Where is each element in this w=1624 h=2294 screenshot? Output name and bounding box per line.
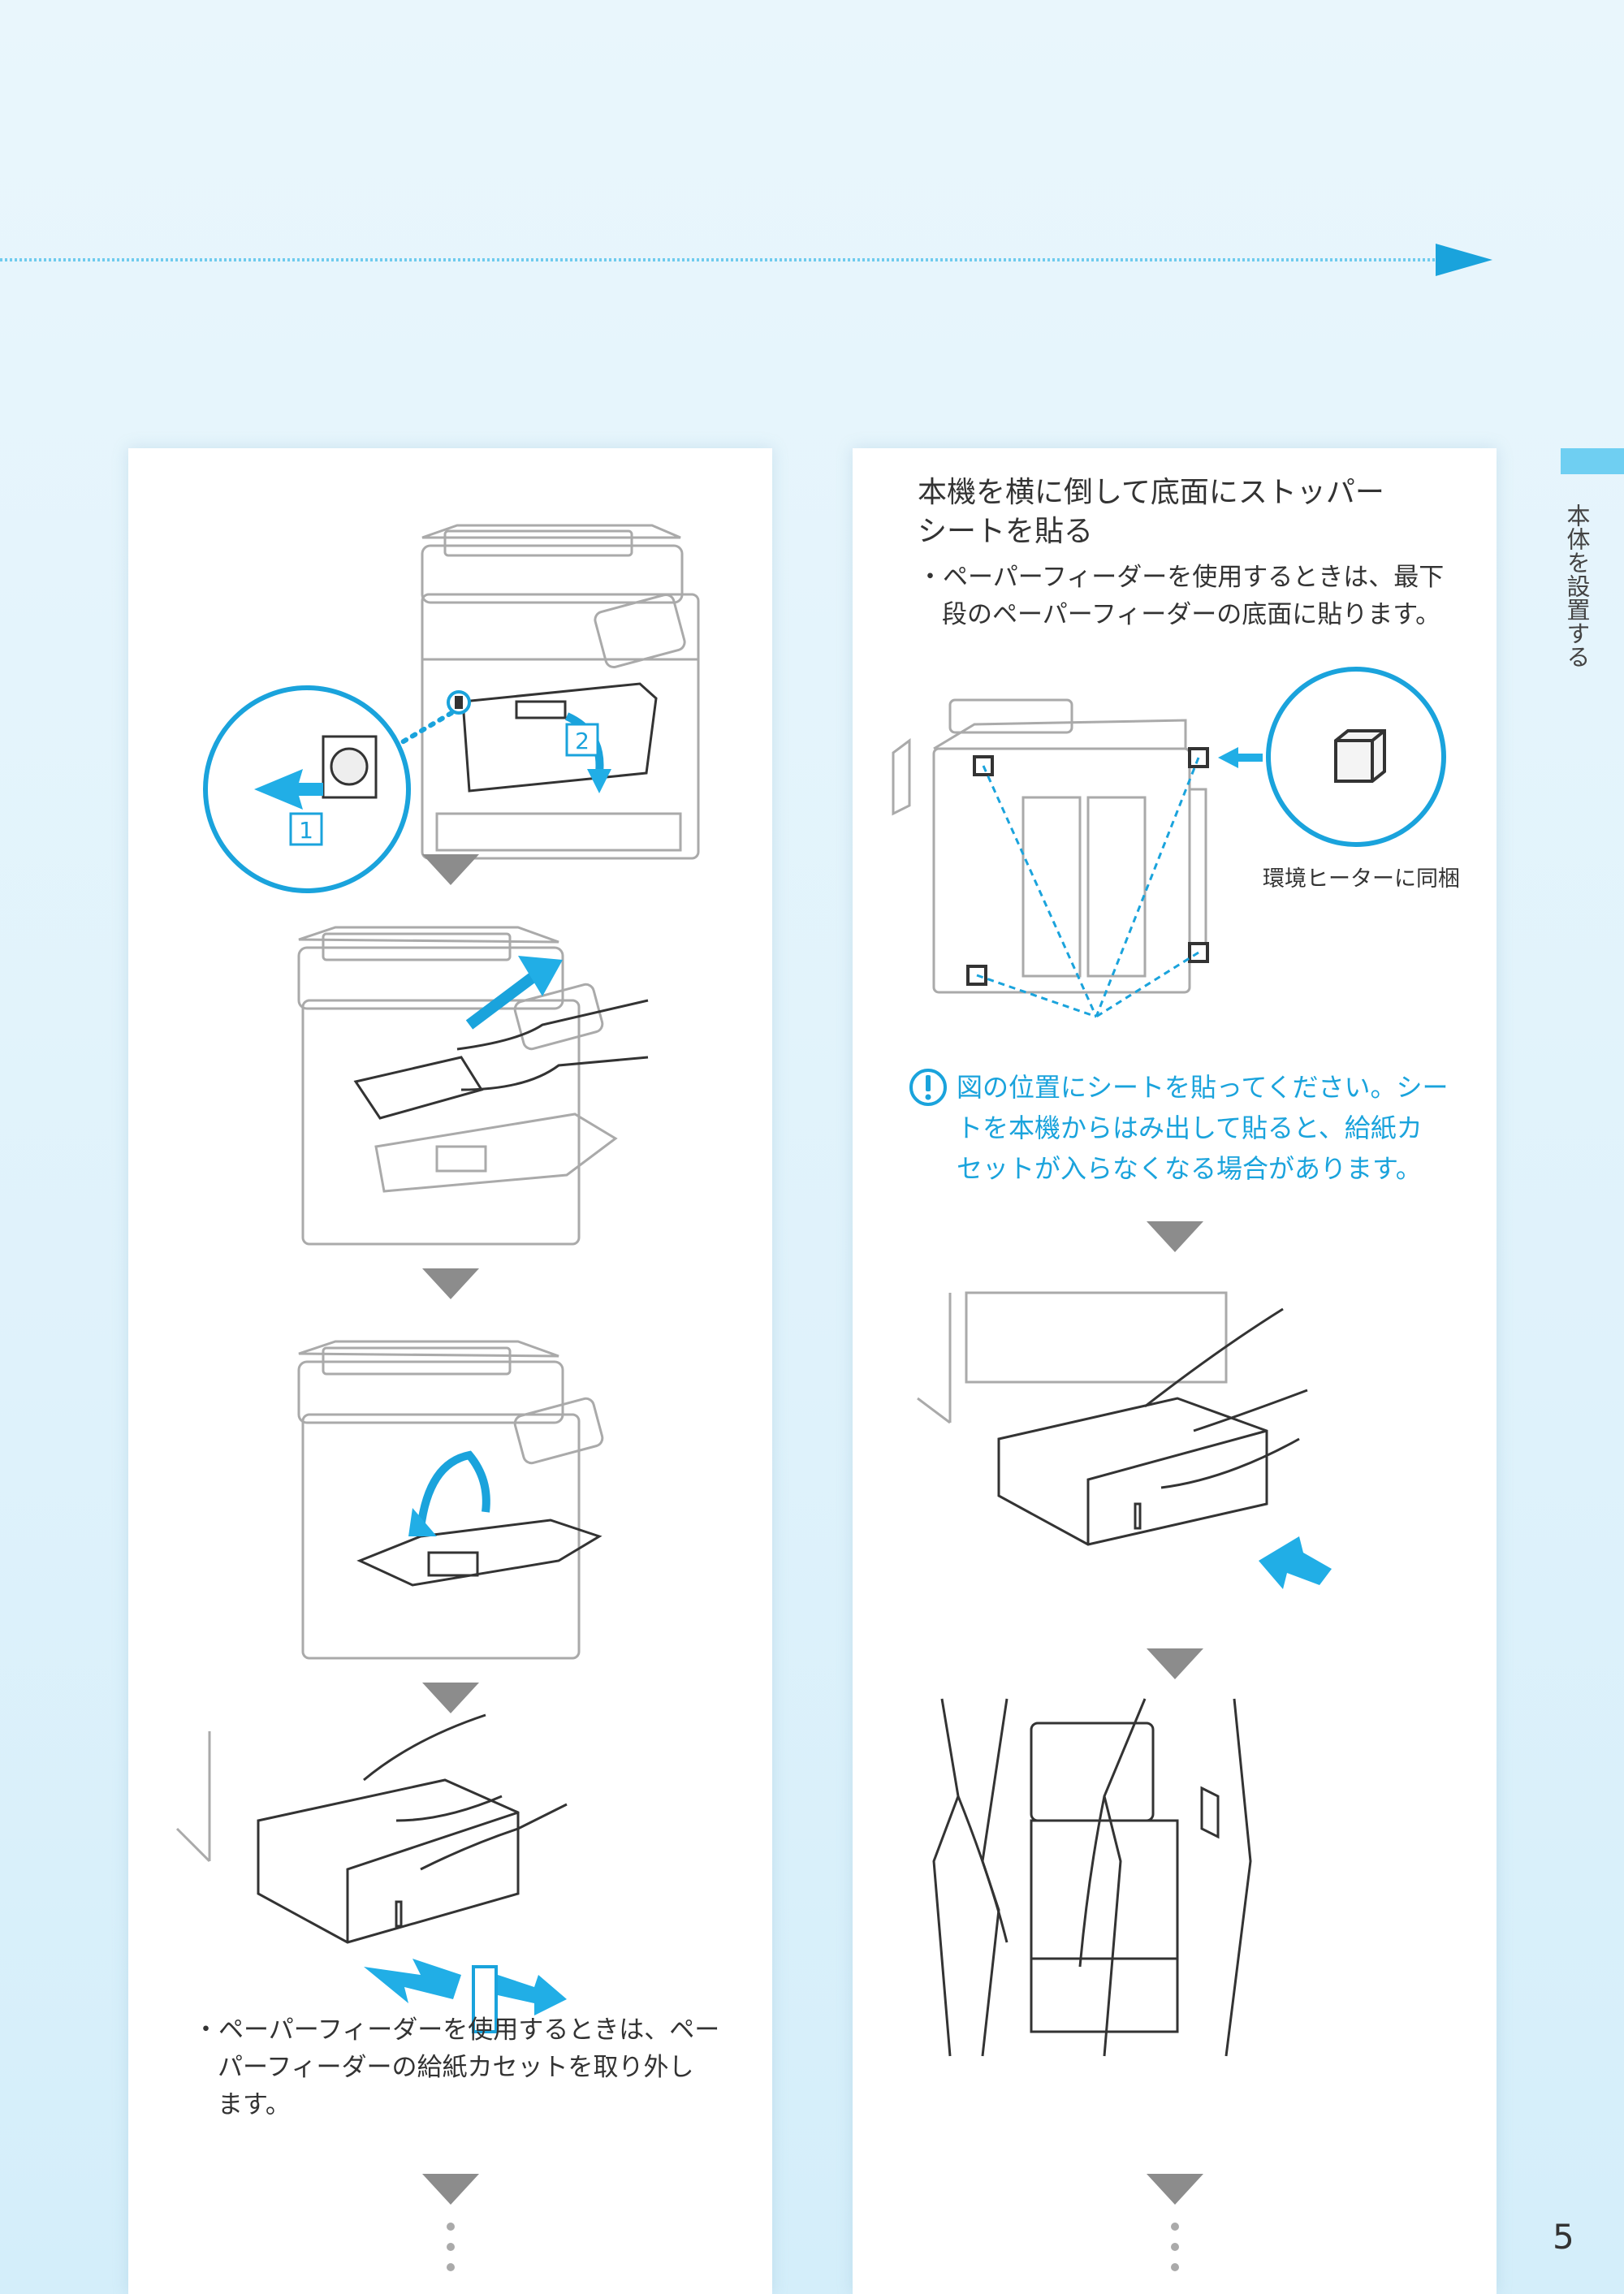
illustration-close-front-cover — [297, 1340, 604, 1660]
illustration-insert-cassette — [917, 1291, 1332, 1589]
warning-line-2: トを本機からはみ出して貼ると、給紙カ — [957, 1112, 1423, 1143]
note-bullet-line-1: ・ペーパーフィーダーを使用するときは、ペー — [193, 2015, 720, 2045]
warning-exclamation-icon — [909, 1069, 947, 1106]
callout-label: 環境ヒーターに同梱 — [1263, 866, 1460, 892]
step-down-triangle-icon — [1147, 1221, 1203, 1252]
bullet-line-1: ・ペーパーフィーダーを使用するときは、最下 — [918, 563, 1445, 592]
note-bullet-line-2: パーフィーダーの給紙カセットを取り外し — [218, 2053, 694, 2082]
page-number: 5 — [1553, 2217, 1574, 2257]
illustration-lift-machine — [932, 1698, 1252, 2057]
step-down-triangle-icon — [422, 2174, 479, 2205]
illustration-attach-stopper-sheets — [892, 667, 1446, 1018]
note-bullet-line-3: ます。 — [218, 2090, 291, 2119]
step-down-triangle-icon — [422, 1268, 479, 1299]
side-tab-label: 本体を設置する — [1563, 503, 1591, 668]
step-badge-2: 2 — [575, 728, 590, 754]
continue-dot — [447, 2263, 455, 2271]
right-step-panel: 本機を横に倒して底面にストッパー シートを貼る ・ペーパーフィーダーを使用すると… — [853, 448, 1497, 2294]
step-down-triangle-icon — [422, 1683, 479, 1713]
step-down-triangle-icon — [1147, 2174, 1203, 2205]
continue-dot — [447, 2243, 455, 2251]
illustration-pull-out-cassette — [175, 1713, 568, 2033]
step-down-triangle-icon — [1147, 1648, 1203, 1679]
step-down-triangle-icon — [422, 854, 479, 885]
left-step-panel: 2 1 — [128, 448, 772, 2294]
continue-dot — [1171, 2263, 1179, 2271]
step-heading-line-1: 本機を横に倒して底面にストッパー — [918, 476, 1384, 509]
warning-line-1: 図の位置にシートを貼ってください。シー — [957, 1072, 1449, 1103]
step-badge-1: 1 — [299, 817, 313, 844]
warning-line-3: セットが入らなくなる場合があります。 — [957, 1153, 1422, 1184]
continue-dots-icon — [447, 2223, 455, 2231]
step-heading-line-2: シートを貼る — [918, 515, 1094, 548]
bullet-line-2: 段のペーパーフィーダーの底面に貼ります。 — [942, 600, 1441, 629]
continue-dot — [1171, 2243, 1179, 2251]
continue-dots-icon — [1171, 2223, 1179, 2231]
arrow-right-icon — [1436, 244, 1492, 276]
illustration-remove-toner — [297, 926, 649, 1246]
top-progress-line — [0, 258, 1445, 261]
side-tab-marker — [1561, 448, 1624, 474]
illustration-open-front-cover: 2 1 — [203, 524, 700, 893]
